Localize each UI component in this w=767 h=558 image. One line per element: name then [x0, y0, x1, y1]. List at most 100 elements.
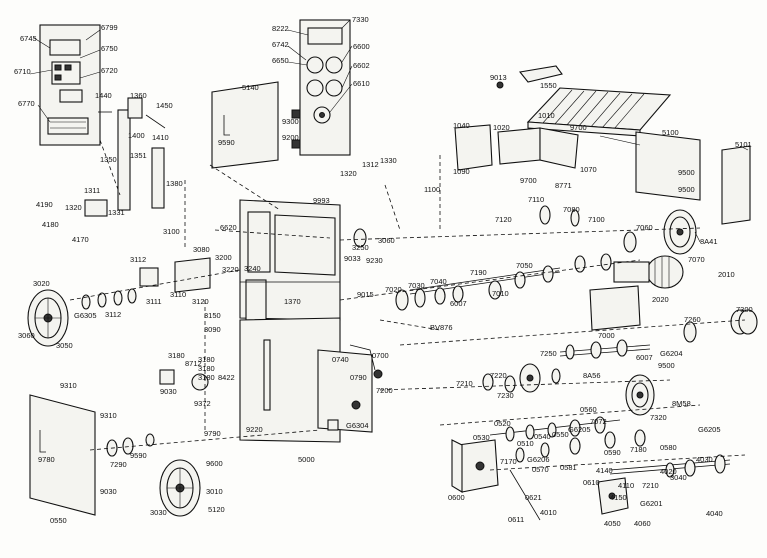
label: 9500: [678, 168, 695, 177]
label: 7080: [563, 205, 580, 214]
label: 9500: [658, 361, 675, 370]
label: 7220: [490, 371, 507, 380]
label: 5120: [208, 505, 225, 514]
label: 9500: [678, 185, 695, 194]
label: 9590: [130, 451, 147, 460]
label: 4180: [42, 220, 59, 229]
label: 9600: [206, 459, 223, 468]
label: 3111: [146, 297, 162, 306]
label: 6610: [353, 79, 370, 88]
label: 3180: [198, 364, 215, 373]
label: 1360: [130, 91, 147, 100]
side-door-upper: [211, 81, 279, 169]
label: 8422: [218, 373, 235, 382]
label: 6745: [20, 34, 37, 43]
label: 1100: [424, 185, 440, 194]
label: 6620: [220, 223, 237, 232]
label: 3020: [33, 279, 50, 288]
label: 1070: [580, 165, 597, 174]
label: 7050: [516, 261, 533, 270]
table-bracket: [496, 65, 563, 89]
label: 1351: [130, 151, 147, 160]
label: G6206: [527, 455, 550, 464]
label: G6201: [640, 499, 663, 508]
label: 8M58: [672, 399, 691, 408]
label: 9030: [100, 487, 117, 496]
label: 9590: [218, 138, 235, 147]
label: 0530: [473, 433, 490, 442]
label: 2020: [652, 295, 669, 304]
label: 6770: [18, 99, 35, 108]
label: 4140: [596, 466, 613, 475]
label: 9372: [194, 399, 211, 408]
rear-guard-panel: [635, 131, 751, 225]
label: 4030: [696, 455, 713, 464]
gear-train-lower: [505, 416, 726, 478]
label: 6602: [353, 61, 370, 70]
gear-train-middle: [482, 321, 697, 393]
label: 9230: [366, 256, 383, 265]
label: 1330: [380, 156, 397, 165]
label: 1380: [166, 179, 183, 188]
label: 7200: [376, 386, 393, 395]
label: 1350: [100, 155, 117, 164]
label: 1550: [540, 81, 557, 90]
label: 9993: [313, 196, 330, 205]
label: 3060: [378, 236, 395, 245]
label: 1312: [362, 160, 379, 169]
label: 9780: [38, 455, 55, 464]
label: 3110: [170, 290, 186, 299]
label: 7290: [110, 460, 127, 469]
label: G6305: [74, 311, 97, 320]
part-number-labels: 6745 6799 6750 6710 6720 6770 8222 6742 …: [14, 15, 753, 528]
label: 1410: [152, 133, 169, 142]
label: 3040: [670, 473, 687, 482]
label: 3010: [206, 487, 223, 496]
upper-wheel-left: [27, 289, 69, 347]
label: 8A56: [583, 371, 601, 380]
label: 0611: [508, 515, 524, 524]
label: 5140: [242, 83, 259, 92]
label: G6205: [568, 425, 591, 434]
label: 1311: [84, 186, 100, 195]
label: 3120: [192, 297, 209, 306]
trunnion-assembly: [454, 124, 579, 171]
label: 7260: [684, 315, 701, 324]
label: BV876: [430, 323, 453, 332]
label: 3030: [150, 508, 167, 517]
label: 9220: [246, 425, 263, 434]
label: G6205: [698, 425, 721, 434]
leader-lines: [29, 19, 749, 243]
drive-motor: [589, 255, 684, 331]
side-door-lower: [29, 394, 96, 516]
main-frame-upper: [239, 199, 341, 333]
label: 5100: [662, 128, 679, 137]
label: 4060: [634, 519, 651, 528]
operator-control-panel: [291, 19, 351, 156]
label: 7320: [650, 413, 667, 422]
label: 1010: [538, 111, 555, 120]
pulley-7300: [730, 309, 758, 335]
label: 0510: [517, 439, 534, 448]
label: 0790: [350, 373, 367, 382]
label: 7030: [408, 281, 425, 290]
label: 7190: [470, 268, 487, 277]
label: 9700: [570, 123, 587, 132]
label: 7072: [590, 417, 607, 426]
control-box-panel: [39, 24, 101, 146]
label: 9310: [100, 411, 117, 420]
label: 5000: [298, 455, 315, 464]
label: 9700: [520, 176, 537, 185]
label: 3180: [168, 351, 185, 360]
label: 3150: [204, 311, 221, 320]
label: 8771: [555, 181, 572, 190]
label: 6650: [272, 56, 289, 65]
pulley-right-upper: [663, 209, 697, 255]
label: 1331: [108, 208, 125, 217]
label: 3050: [56, 341, 73, 350]
label: 3080: [193, 245, 210, 254]
blade-guide-post: [84, 97, 166, 217]
label: 1090: [453, 167, 470, 176]
